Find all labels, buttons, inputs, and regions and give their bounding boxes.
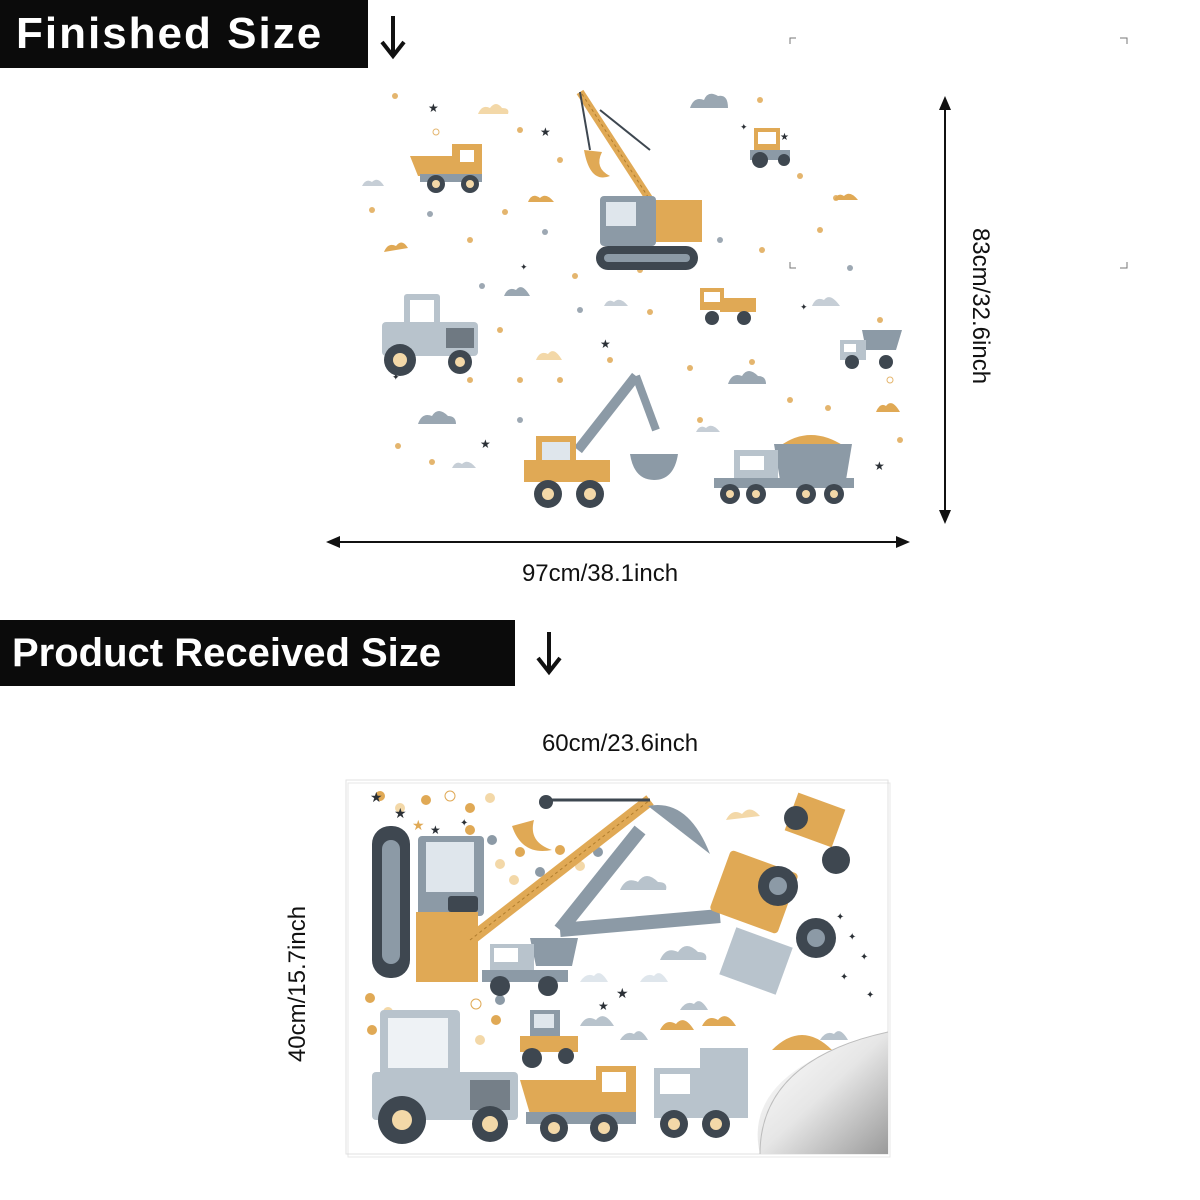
svg-text:★: ★ xyxy=(616,985,629,1001)
received-width-label: 60cm/23.6inch xyxy=(541,730,699,757)
tractor-icon xyxy=(372,1010,518,1144)
dump-truck-icon xyxy=(482,938,578,996)
svg-text:✦: ✦ xyxy=(740,122,748,132)
svg-text:✦: ✦ xyxy=(392,372,400,382)
svg-text:★: ★ xyxy=(600,337,611,351)
dump-truck-icon xyxy=(714,435,854,504)
crop-marks xyxy=(789,37,1128,269)
svg-text:★: ★ xyxy=(394,805,407,821)
excavator-icon xyxy=(554,805,836,995)
crane-icon xyxy=(576,89,702,270)
tractor-icon xyxy=(750,128,790,168)
crane-icon xyxy=(372,795,654,982)
svg-text:★: ★ xyxy=(540,125,551,139)
svg-text:✦: ✦ xyxy=(860,952,868,963)
svg-text:★: ★ xyxy=(874,459,885,473)
svg-text:✦: ✦ xyxy=(848,932,856,943)
down-arrow-icon xyxy=(380,16,406,60)
svg-text:✦: ✦ xyxy=(840,972,848,983)
received-size-heading: Product Received Size xyxy=(0,620,515,686)
svg-text:★: ★ xyxy=(780,132,789,143)
tractor-icon xyxy=(784,792,850,874)
dump-truck-icon xyxy=(520,1066,636,1142)
dump-truck-icon xyxy=(700,288,756,325)
svg-text:✦: ✦ xyxy=(520,262,528,272)
finished-size-heading: Finished Size xyxy=(0,0,368,68)
cloud-icon xyxy=(362,93,900,468)
svg-text:★: ★ xyxy=(480,437,491,451)
svg-text:★: ★ xyxy=(430,823,441,837)
svg-text:★: ★ xyxy=(370,789,383,805)
finished-width-label: 97cm/38.1inch xyxy=(521,560,679,587)
tractor-icon xyxy=(382,294,478,376)
peeling-corner xyxy=(757,1032,888,1154)
svg-text:✦: ✦ xyxy=(800,302,808,312)
svg-text:✦: ✦ xyxy=(460,818,468,829)
dump-truck-icon xyxy=(654,1048,748,1138)
svg-text:★: ★ xyxy=(598,999,609,1013)
finished-height-arrow xyxy=(939,96,951,524)
cloud-icon xyxy=(580,809,848,1050)
svg-text:★: ★ xyxy=(428,101,439,115)
dump-truck-icon xyxy=(410,144,482,193)
svg-text:✦: ✦ xyxy=(836,912,844,923)
tractor-icon xyxy=(520,1010,578,1068)
dump-truck-icon xyxy=(840,330,902,369)
svg-text:✦: ✦ xyxy=(866,990,874,1001)
star-icon: ★ ★ ★ ★ ★ ★ ✦ ✦ ✦ ✦ xyxy=(392,101,885,473)
finished-width-arrow xyxy=(326,536,910,548)
star-icon: ★★ ★★ ✦★ ★✦ ✦✦ ✦✦ ✦✦ xyxy=(370,789,874,1047)
excavator-icon xyxy=(524,372,678,508)
down-arrow-icon xyxy=(536,632,562,676)
finished-wall-decal-illustration: ★ ★ ★ ★ ★ ★ ✦ ✦ ✦ ✦ xyxy=(362,89,903,508)
svg-text:★: ★ xyxy=(412,817,425,833)
